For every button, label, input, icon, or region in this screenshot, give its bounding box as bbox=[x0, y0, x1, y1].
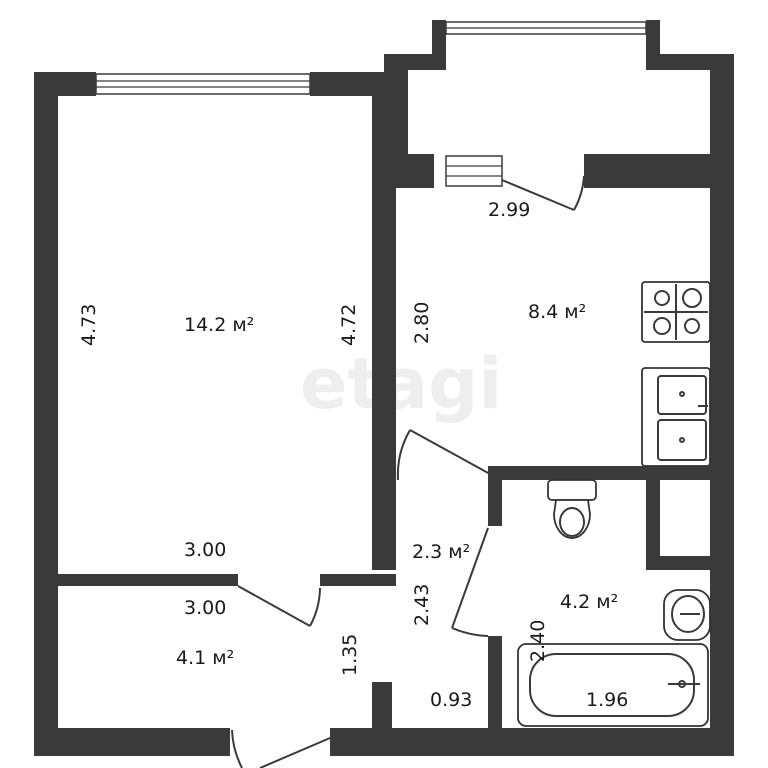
living-room-height-left: 4.73 bbox=[78, 304, 100, 346]
sink-icon bbox=[641, 367, 711, 467]
bathroom-height: 2.40 bbox=[527, 620, 549, 662]
toilet-icon bbox=[547, 479, 597, 539]
walls bbox=[34, 20, 734, 756]
kitchen-height: 2.80 bbox=[411, 302, 433, 344]
bathroom-area: 4.2 м² bbox=[560, 591, 618, 613]
living-room-width: 3.00 bbox=[184, 539, 226, 561]
kitchen-area: 8.4 м² bbox=[528, 301, 586, 323]
hall-area: 4.1 м² bbox=[176, 647, 234, 669]
hall-depth: 1.35 bbox=[339, 634, 361, 676]
washbasin-icon bbox=[663, 589, 711, 641]
corridor-length: 2.43 bbox=[411, 584, 433, 626]
kitchen-width: 2.99 bbox=[488, 199, 530, 221]
corridor-area: 2.3 м² bbox=[412, 541, 470, 563]
windows bbox=[95, 21, 647, 187]
bathtub-icon bbox=[517, 643, 709, 727]
stove-icon bbox=[641, 281, 711, 343]
living-room-area: 14.2 м² bbox=[184, 314, 254, 336]
hall-width: 3.00 bbox=[184, 597, 226, 619]
watermark: etagi bbox=[300, 343, 502, 425]
living-room-height-right: 4.72 bbox=[338, 304, 360, 346]
doors bbox=[231, 175, 585, 768]
corridor-width: 0.93 bbox=[430, 689, 472, 711]
bathroom-width: 1.96 bbox=[586, 689, 628, 711]
